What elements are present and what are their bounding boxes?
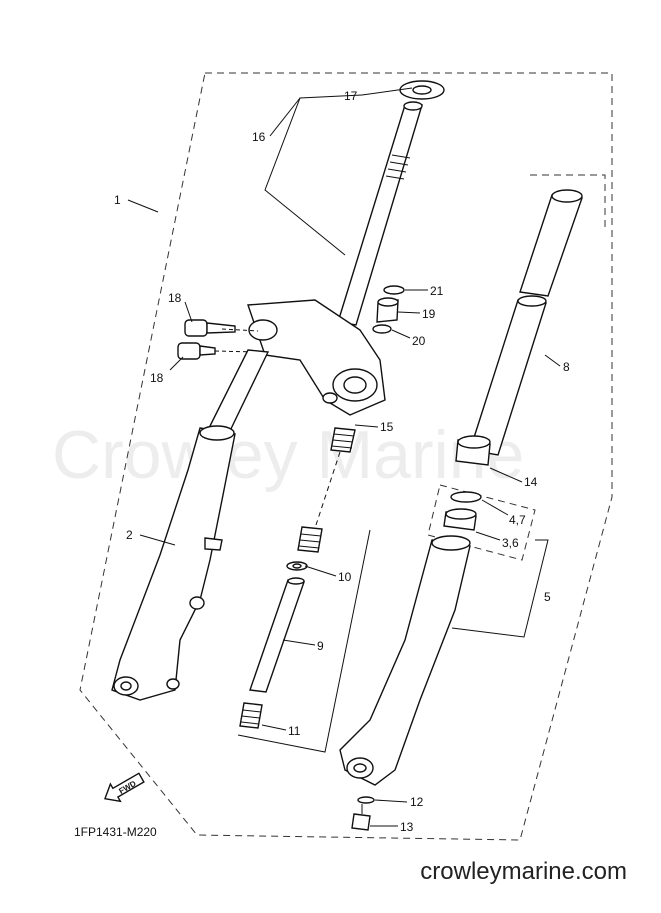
figure-code: 1FP1431-M220 xyxy=(74,825,157,839)
callout-11: 11 xyxy=(288,724,301,738)
right-inner-tube xyxy=(469,295,547,456)
callout-10: 10 xyxy=(338,570,352,584)
callout-15: 15 xyxy=(380,420,394,434)
footer-url: crowleymarine.com xyxy=(420,858,627,885)
fwd-arrow-icon: FWD xyxy=(104,772,145,803)
callout-21: 21 xyxy=(430,284,444,298)
callout-12: 12 xyxy=(410,795,424,809)
callout-16: 16 xyxy=(252,130,266,144)
circlip xyxy=(383,285,405,295)
right-outer-tube xyxy=(339,535,471,786)
inner-tube-boundary xyxy=(530,174,606,230)
callout-1: 1 xyxy=(114,193,121,207)
callout-5: 5 xyxy=(544,590,551,604)
callout-18-upper: 18 xyxy=(168,291,182,305)
steering-stem xyxy=(337,101,423,326)
callout-18-lower: 18 xyxy=(150,371,164,385)
callout-14: 14 xyxy=(524,475,538,489)
damper-washer xyxy=(286,561,308,571)
callout-9: 9 xyxy=(317,639,324,653)
under-bracket xyxy=(247,299,386,416)
drain-bolt xyxy=(351,804,371,831)
callout-17: 17 xyxy=(344,89,358,103)
callout-2: 2 xyxy=(126,528,133,542)
bearing-race xyxy=(399,80,445,100)
o-ring xyxy=(372,324,392,334)
callout-4-7: 4,7 xyxy=(509,513,526,527)
right-inner-tube-upper xyxy=(519,189,583,297)
left-fork-outer-tube xyxy=(111,425,236,701)
assembly-boundary-left xyxy=(79,72,613,841)
callout-20: 20 xyxy=(412,334,426,348)
callout-3-6: 3,6 xyxy=(502,536,519,550)
oil-seal-clip xyxy=(450,491,482,503)
watermark-text: Crowley Marine xyxy=(52,417,524,493)
callout-19: 19 xyxy=(422,307,436,321)
seal-group-boundary xyxy=(427,484,536,561)
fork-spring-upper xyxy=(330,427,356,453)
damper-rod xyxy=(249,577,305,693)
callout-8: 8 xyxy=(563,360,570,374)
rebound-spring xyxy=(239,702,263,729)
fork-collar xyxy=(376,297,399,323)
bracket-bolt-upper xyxy=(184,319,259,337)
dust-seal xyxy=(455,435,491,466)
leader-lines xyxy=(127,87,561,827)
callout-13: 13 xyxy=(400,820,414,834)
callout-labels: 17 16 1 18 18 21 19 20 8 15 14 4,7 3,6 2… xyxy=(114,89,570,834)
oil-seal xyxy=(443,508,477,531)
bracket-bolt-lower xyxy=(177,342,257,360)
drain-gasket xyxy=(357,796,375,804)
fork-spring-lower xyxy=(297,526,323,553)
